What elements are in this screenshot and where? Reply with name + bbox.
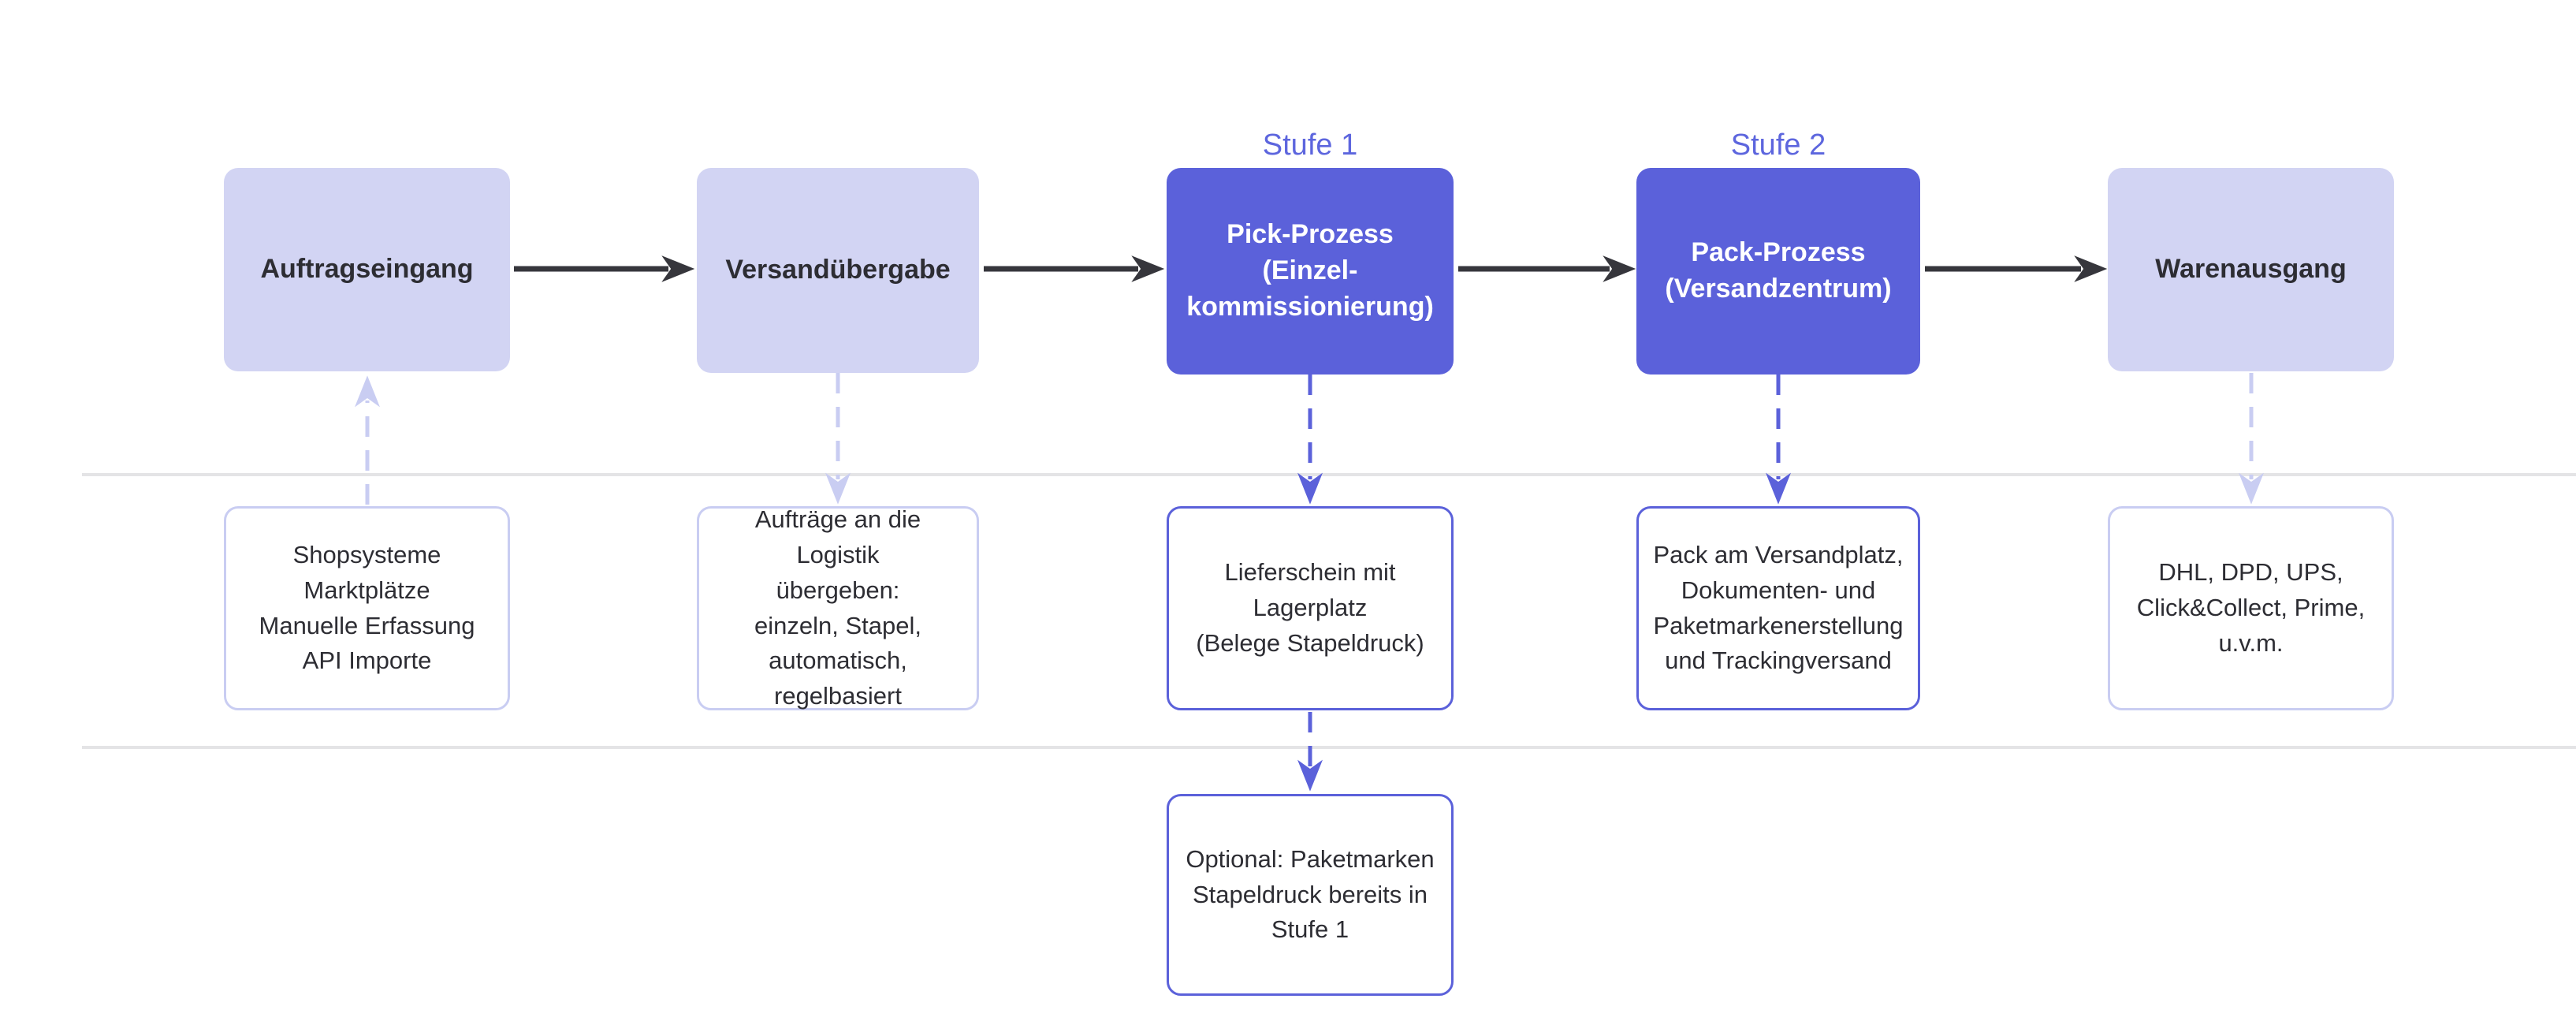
node-label: Warenausgang <box>2155 254 2347 285</box>
detail-auftragseingang: Shopsysteme Marktplätze Manuelle Erfassu… <box>224 506 510 710</box>
detail-text: Pack am Versandplatz, Dokumenten- und Pa… <box>1653 540 1904 675</box>
detail-versanduebergabe: Aufträge an die Logistik übergeben: einz… <box>697 505 979 710</box>
node-pack-prozess: Pack-Prozess (Versandzentrum) <box>1636 168 1920 375</box>
node-versanduebergabe: Versandübergabe <box>697 168 979 373</box>
detail-text: Optional: Paketmarken Stapeldruck bereit… <box>1186 844 1435 944</box>
node-label: Versandübergabe <box>725 255 951 285</box>
stage-1-label: Stufe 1 <box>1262 129 1358 162</box>
detail-text: Aufträge an die Logistik übergeben: einz… <box>754 505 921 710</box>
node-label: Pack-Prozess (Versandzentrum) <box>1665 237 1892 304</box>
detail-text: DHL, DPD, UPS, Click&Collect, Prime, u.v… <box>2136 558 2366 657</box>
detail-warenausgang: DHL, DPD, UPS, Click&Collect, Prime, u.v… <box>2108 506 2394 710</box>
detail-text: Shopsysteme Marktplätze Manuelle Erfassu… <box>259 540 475 675</box>
node-auftragseingang: Auftragseingang <box>224 168 510 371</box>
detail-pick-prozess: Lieferschein mit Lagerplatz (Belege Stap… <box>1167 506 1454 710</box>
node-pick-prozess: Pick-Prozess (Einzel- kommissionierung) <box>1167 168 1454 375</box>
node-warenausgang: Warenausgang <box>2108 168 2394 371</box>
node-label: Pick-Prozess (Einzel- kommissionierung) <box>1186 219 1434 322</box>
detail-optional-paketmarken: Optional: Paketmarken Stapeldruck bereit… <box>1167 794 1454 996</box>
stage-2-label: Stufe 2 <box>1730 129 1826 162</box>
detail-text: Lieferschein mit Lagerplatz (Belege Stap… <box>1196 558 1424 657</box>
detail-pack-prozess: Pack am Versandplatz, Dokumenten- und Pa… <box>1636 506 1920 710</box>
node-label: Auftragseingang <box>260 254 474 285</box>
